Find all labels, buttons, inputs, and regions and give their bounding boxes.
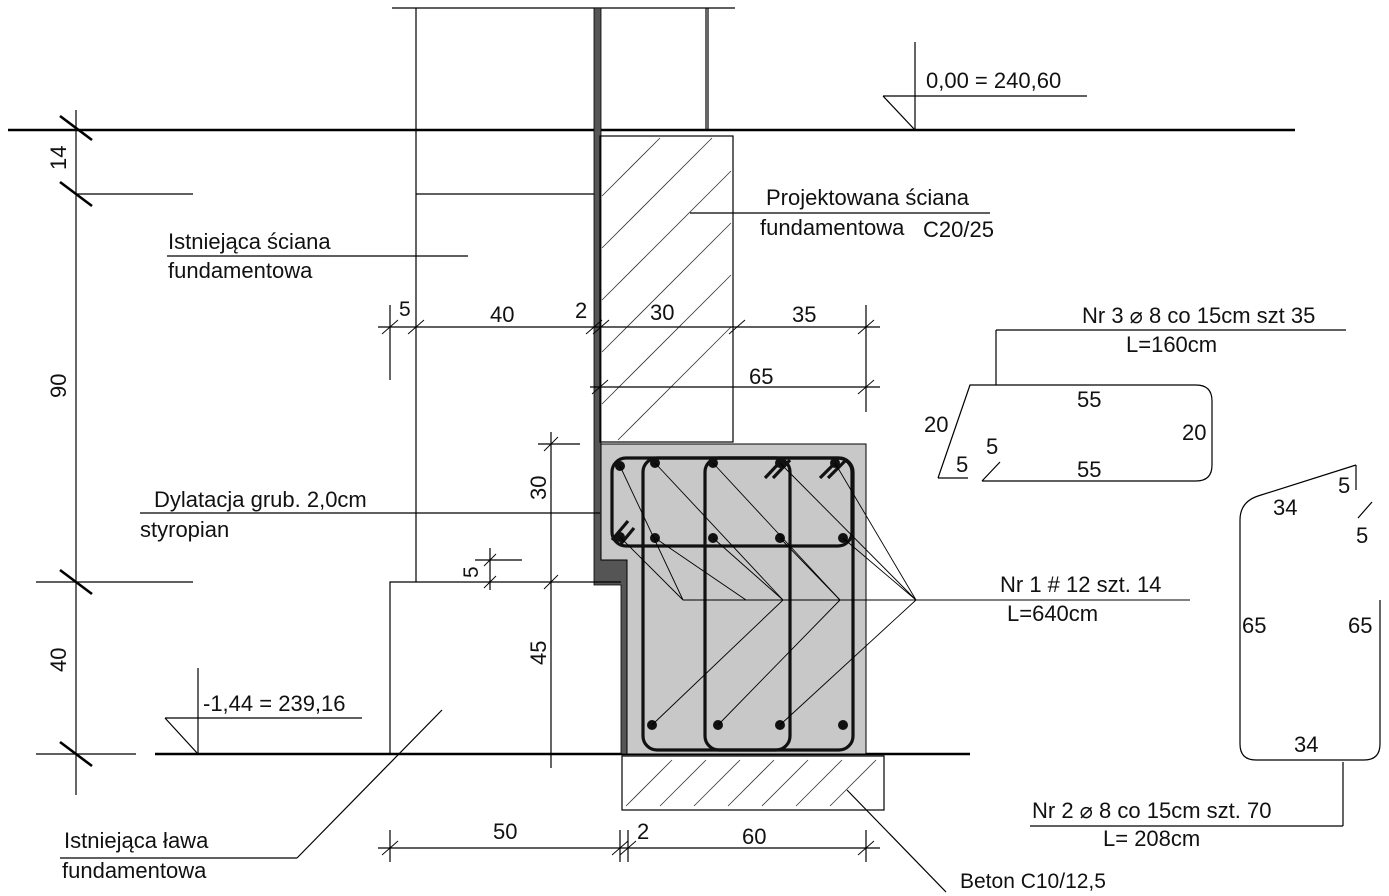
level-top-label: 0,00 = 240,60 (926, 68, 1061, 93)
svg-text:34: 34 (1294, 732, 1318, 757)
dim-60: 60 (742, 824, 766, 849)
dim-14: 14 (46, 146, 71, 170)
dim-2-bottom: 2 (637, 819, 649, 844)
svg-text:20: 20 (1182, 420, 1206, 445)
svg-text:20: 20 (924, 412, 948, 437)
bar-nr1-title: Nr 1 # 12 szt. 14 (1000, 572, 1161, 597)
nr1-leader-lines (619, 462, 1190, 726)
bar-nr2-shape: 34 5 5 65 65 34 Nr 2 ⌀ 8 co 15cm szt. 70… (1030, 464, 1381, 851)
svg-text:65: 65 (1348, 613, 1372, 638)
svg-text:5: 5 (1338, 473, 1350, 498)
svg-text:5: 5 (1356, 523, 1368, 548)
new-foundation-wall (599, 135, 734, 443)
existing-footing (389, 581, 621, 754)
svg-text:Istniejąca ściana: Istniejąca ściana (168, 229, 331, 254)
dim-40-left: 40 (46, 648, 71, 672)
svg-text:fundamentowa: fundamentowa (62, 858, 207, 883)
bar-nr1-callout: Nr 1 # 12 szt. 14 L=640cm (1000, 572, 1161, 626)
top-dimension-chain: 5 40 2 30 35 65 (378, 298, 880, 412)
footing-vertical-dimension: 30 5 45 (460, 432, 580, 768)
label-existing-wall: Istniejąca ściana fundamentowa (167, 229, 468, 283)
upper-wall (705, 8, 709, 130)
bar-nr3-shape: Nr 3 ⌀ 8 co 15cm szt 35 L=160cm 55 55 20… (924, 303, 1346, 482)
dim-45: 45 (526, 641, 551, 665)
dim-35: 35 (792, 302, 816, 327)
svg-text:Beton C10/12,5: Beton C10/12,5 (960, 870, 1106, 893)
svg-text:Istniejąca ława: Istniejąca ława (64, 828, 209, 853)
bar-nr3-length: L=160cm (1126, 332, 1217, 357)
dim-50: 50 (493, 819, 517, 844)
new-wall-concrete-class: C20/25 (923, 217, 994, 242)
svg-text:5: 5 (986, 434, 998, 459)
bar-nr1-length: L=640cm (1007, 601, 1098, 626)
level-bottom-label: -1,44 = 239,16 (203, 691, 346, 716)
dim-30-vertical: 30 (526, 476, 551, 500)
svg-text:55: 55 (1077, 387, 1101, 412)
dim-40-top: 40 (490, 302, 514, 327)
svg-text:styropian: styropian (140, 517, 229, 542)
svg-text:55: 55 (1077, 457, 1101, 482)
svg-text:Dylatacja grub. 2,0cm: Dylatacja grub. 2,0cm (154, 487, 367, 512)
left-dimension-chain: 14 90 40 (36, 110, 193, 795)
bar-nr2-title: Nr 2 ⌀ 8 co 15cm szt. 70 (1032, 798, 1271, 823)
label-existing-footing: Istniejąca ława fundamentowa (60, 709, 443, 883)
dim-30-top: 30 (650, 300, 674, 325)
level-marker-bottom: -1,44 = 239,16 (164, 668, 362, 755)
svg-text:Projektowana ściana: Projektowana ściana (766, 185, 970, 210)
level-marker-top: 0,00 = 240,60 (882, 42, 1087, 131)
new-footing (600, 443, 867, 755)
dim-5-vertical: 5 (460, 566, 483, 578)
svg-text:fundamentowa: fundamentowa (168, 258, 313, 283)
bottom-dimension-chain: 50 2 60 (378, 819, 880, 862)
lean-concrete-layer (621, 755, 885, 811)
label-new-wall: Projektowana ściana fundamentowa C20/25 (690, 185, 994, 242)
dim-65: 65 (749, 364, 773, 389)
dim-5-top: 5 (399, 298, 411, 321)
svg-text:5: 5 (956, 452, 968, 477)
dim-2-top: 2 (575, 298, 587, 323)
bar-nr2-length: L= 208cm (1103, 826, 1200, 851)
svg-text:fundamentowa: fundamentowa (760, 215, 905, 240)
svg-text:34: 34 (1273, 495, 1297, 520)
label-dilatation: Dylatacja grub. 2,0cm styropian (140, 487, 600, 542)
bar-nr3-title: Nr 3 ⌀ 8 co 15cm szt 35 (1082, 303, 1315, 328)
dilatation-strip (593, 7, 628, 755)
svg-text:65: 65 (1242, 613, 1266, 638)
label-lean-concrete: Beton C10/12,5 (846, 789, 1106, 893)
dim-90: 90 (46, 374, 71, 398)
